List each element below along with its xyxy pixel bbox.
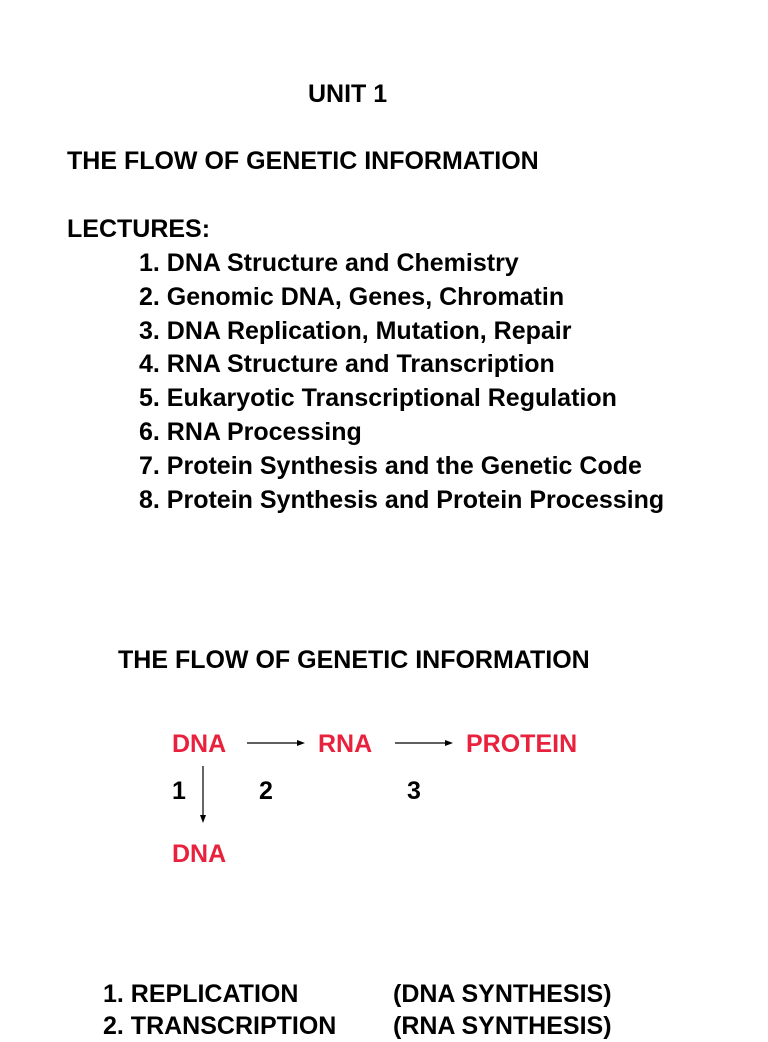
lecture-item: 5. Eukaryotic Transcriptional Regulation: [139, 384, 617, 413]
diagram-title: THE FLOW OF GENETIC INFORMATION: [118, 646, 590, 674]
process-description: (DNA SYNTHESIS): [393, 980, 612, 1008]
arrow-dna-to-dna: [200, 766, 206, 823]
lecture-item: 6. RNA Processing: [139, 417, 362, 446]
arrow-dna-to-rna: [247, 740, 305, 746]
process-name: 1. REPLICATION: [103, 980, 299, 1008]
section-title: THE FLOW OF GENETIC INFORMATION: [67, 147, 539, 175]
step-2-label: 2: [259, 777, 273, 805]
lecture-item: 2. Genomic DNA, Genes, Chromatin: [139, 282, 565, 311]
step-1-label: 1: [172, 777, 186, 805]
process-description: (RNA SYNTHESIS): [393, 1012, 612, 1040]
dna-product-node: DNA: [172, 840, 227, 868]
process-name: 2. TRANSCRIPTION: [103, 1012, 337, 1040]
dna-node: DNA: [172, 730, 227, 758]
lecture-item: 3. DNA Replication, Mutation, Repair: [139, 316, 572, 345]
lecture-item: 7. Protein Synthesis and the Genetic Cod…: [139, 451, 642, 480]
lecture-item: 4. RNA Structure and Transcription: [139, 350, 555, 379]
lectures-label: LECTURES:: [67, 215, 211, 243]
arrow-rna-to-protein: [395, 740, 453, 746]
rna-node: RNA: [318, 730, 373, 758]
lecture-item: 1. DNA Structure and Chemistry: [139, 249, 519, 277]
unit-title: UNIT 1: [308, 80, 388, 108]
step-3-label: 3: [407, 777, 421, 805]
protein-node: PROTEIN: [466, 730, 578, 758]
lectures-list: 1. DNA Structure and Chemistry 2. Genomi…: [139, 247, 664, 517]
lecture-item: 8. Protein Synthesis and Protein Process…: [139, 485, 665, 514]
